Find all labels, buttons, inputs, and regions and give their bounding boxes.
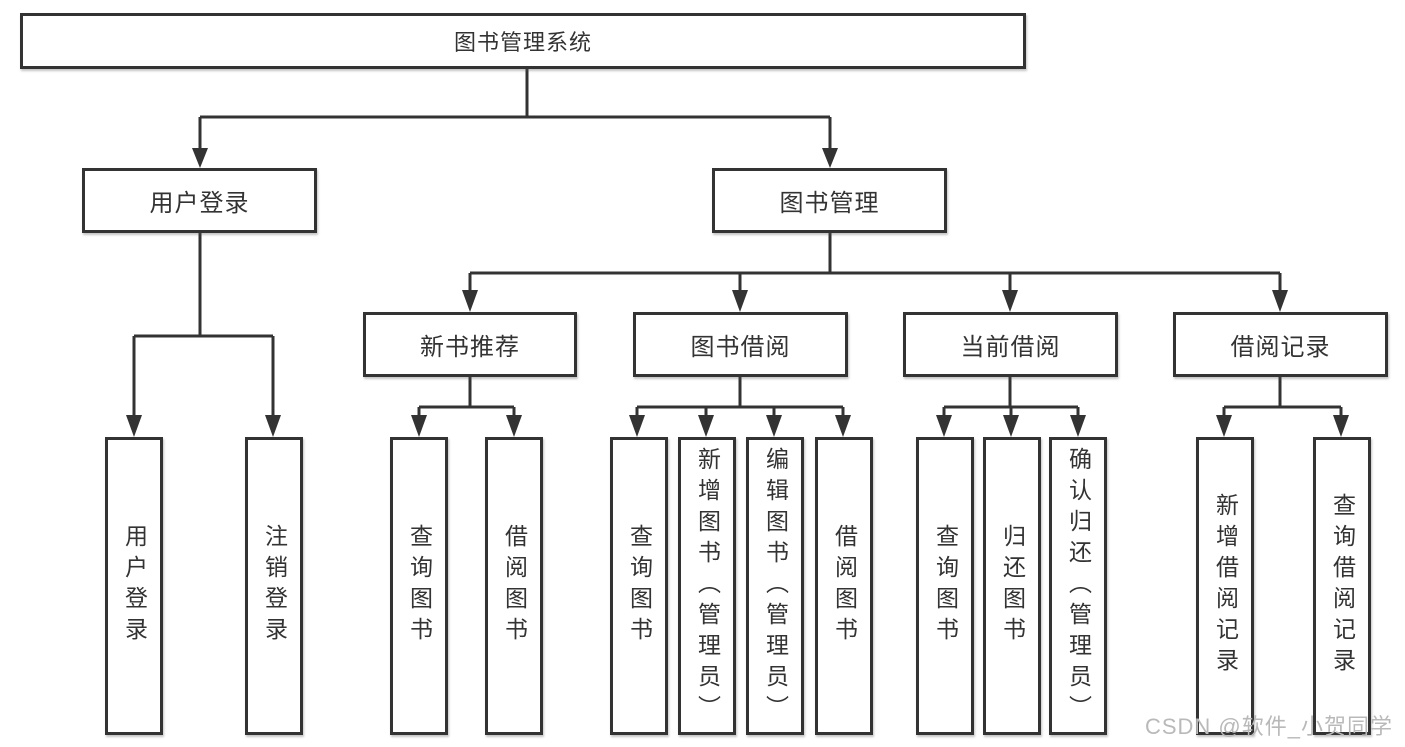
connector-new-book-children	[411, 377, 522, 437]
node-label: 确认归还（管理员）	[1065, 446, 1092, 726]
node-borrow-record: 借阅记录	[1173, 312, 1388, 377]
connector-borrow-record-children	[1216, 377, 1349, 437]
leaf-record-query-record: 查询借阅记录	[1313, 437, 1371, 735]
leaf-record-add-record: 新增借阅记录	[1196, 437, 1254, 735]
node-label: 当前借阅	[960, 334, 1061, 361]
arrow-down-icon	[936, 415, 1086, 437]
node-label: 编辑图书（管理员）	[762, 446, 789, 726]
node-label: 查询借阅记录	[1329, 493, 1356, 679]
node-user-login: 用户登录	[82, 168, 317, 233]
node-label: 新书推荐	[420, 334, 520, 361]
node-new-book-recommend: 新书推荐	[363, 312, 577, 377]
node-current-borrow: 当前借阅	[903, 312, 1118, 377]
node-label: 图书管理系统	[453, 30, 592, 55]
leaf-current-return-books: 归还图书	[983, 437, 1041, 735]
node-book-borrow: 图书借阅	[633, 312, 848, 377]
node-label: 用户登录	[149, 190, 250, 217]
csdn-watermark: CSDN @软件_小贺同学	[1144, 714, 1393, 739]
node-label: 借阅图书	[501, 524, 528, 648]
node-label: 用户登录	[121, 524, 148, 648]
node-label: 新增图书（管理员）	[694, 446, 721, 726]
node-label: 归还图书	[999, 524, 1026, 648]
node-label: 新增借阅记录	[1212, 493, 1239, 679]
leaf-logout: 注销登录	[245, 437, 303, 735]
node-label: 借阅图书	[831, 524, 858, 648]
node-label: 查询图书	[626, 524, 653, 648]
arrow-down-icon	[192, 148, 838, 168]
connector-user-login-children	[126, 233, 281, 437]
connector-book-management-to-level3	[462, 233, 1288, 312]
node-label: 注销登录	[261, 524, 288, 648]
node-book-management: 图书管理	[712, 168, 947, 233]
connector-current-borrow-children	[936, 377, 1086, 437]
arrow-down-icon	[462, 290, 1288, 312]
node-label: 借阅记录	[1230, 334, 1331, 361]
arrow-down-icon	[126, 415, 281, 437]
leaf-borrow-query-books: 查询图书	[610, 437, 668, 735]
connector-root-to-level2	[192, 69, 838, 168]
leaf-borrow-add-books-admin: 新增图书（管理员）	[678, 437, 736, 735]
node-label: 查询图书	[932, 524, 959, 648]
leaf-borrow-borrow-books: 借阅图书	[815, 437, 873, 735]
arrow-down-icon	[1216, 415, 1349, 437]
leaf-newbook-query-books: 查询图书	[390, 437, 448, 735]
leaf-newbook-borrow-books: 借阅图书	[485, 437, 543, 735]
node-root-system: 图书管理系统	[20, 13, 1026, 69]
leaf-current-query-books: 查询图书	[916, 437, 974, 735]
arrow-down-icon	[411, 415, 522, 437]
arrow-down-icon	[629, 415, 851, 437]
leaf-user-login: 用户登录	[105, 437, 163, 735]
connector-book-borrow-children	[629, 377, 851, 437]
node-label: 图书管理	[779, 190, 880, 217]
node-label: 图书借阅	[690, 334, 791, 361]
leaf-borrow-edit-books-admin: 编辑图书（管理员）	[746, 437, 804, 735]
node-label: 查询图书	[406, 524, 433, 648]
leaf-current-confirm-return-admin: 确认归还（管理员）	[1049, 437, 1107, 735]
